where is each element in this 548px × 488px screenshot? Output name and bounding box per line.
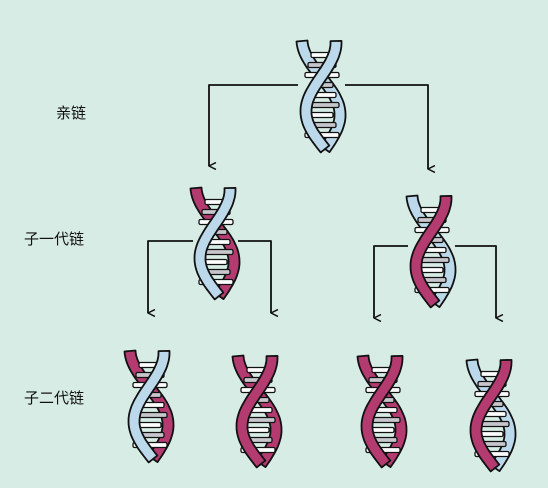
- label-first-generation: 子一代链: [24, 230, 85, 248]
- arrow-gen1-right-to-gen2-3: [373, 245, 408, 322]
- base-pair: [480, 430, 504, 438]
- front-strand: [299, 40, 343, 154]
- gen1-left-helix: [189, 186, 241, 301]
- front-strand: [193, 187, 237, 301]
- base-pair: [204, 258, 228, 266]
- arrow-gen1-right-to-gen2-4: [455, 245, 504, 322]
- front-strand: [469, 359, 513, 473]
- base-pair: [246, 426, 270, 434]
- front-strand: [409, 195, 453, 309]
- arrow-gen1-left-to-gen2-1: [147, 240, 193, 317]
- gen2-helix-2: [231, 354, 283, 469]
- arrow-parent-to-gen1-right: [345, 84, 436, 173]
- label-second-generation: 子二代链: [24, 389, 85, 407]
- gen2-helix-3: [356, 354, 408, 469]
- base-pair: [310, 111, 334, 119]
- gen1-right-helix: [405, 194, 457, 309]
- arrow-gen1-left-to-gen2-2: [238, 240, 279, 317]
- parent-helix: [295, 39, 347, 154]
- base-pair: [420, 266, 444, 274]
- label-parent-strand: 亲链: [56, 104, 87, 122]
- base-pair: [371, 426, 395, 434]
- gen2-helix-4: [465, 358, 517, 473]
- base-pair: [138, 421, 162, 429]
- front-strand: [235, 355, 279, 469]
- front-strand: [360, 355, 404, 469]
- arrow-parent-to-gen1-left: [208, 84, 298, 170]
- front-strand: [127, 350, 171, 464]
- gen2-helix-1: [123, 349, 175, 464]
